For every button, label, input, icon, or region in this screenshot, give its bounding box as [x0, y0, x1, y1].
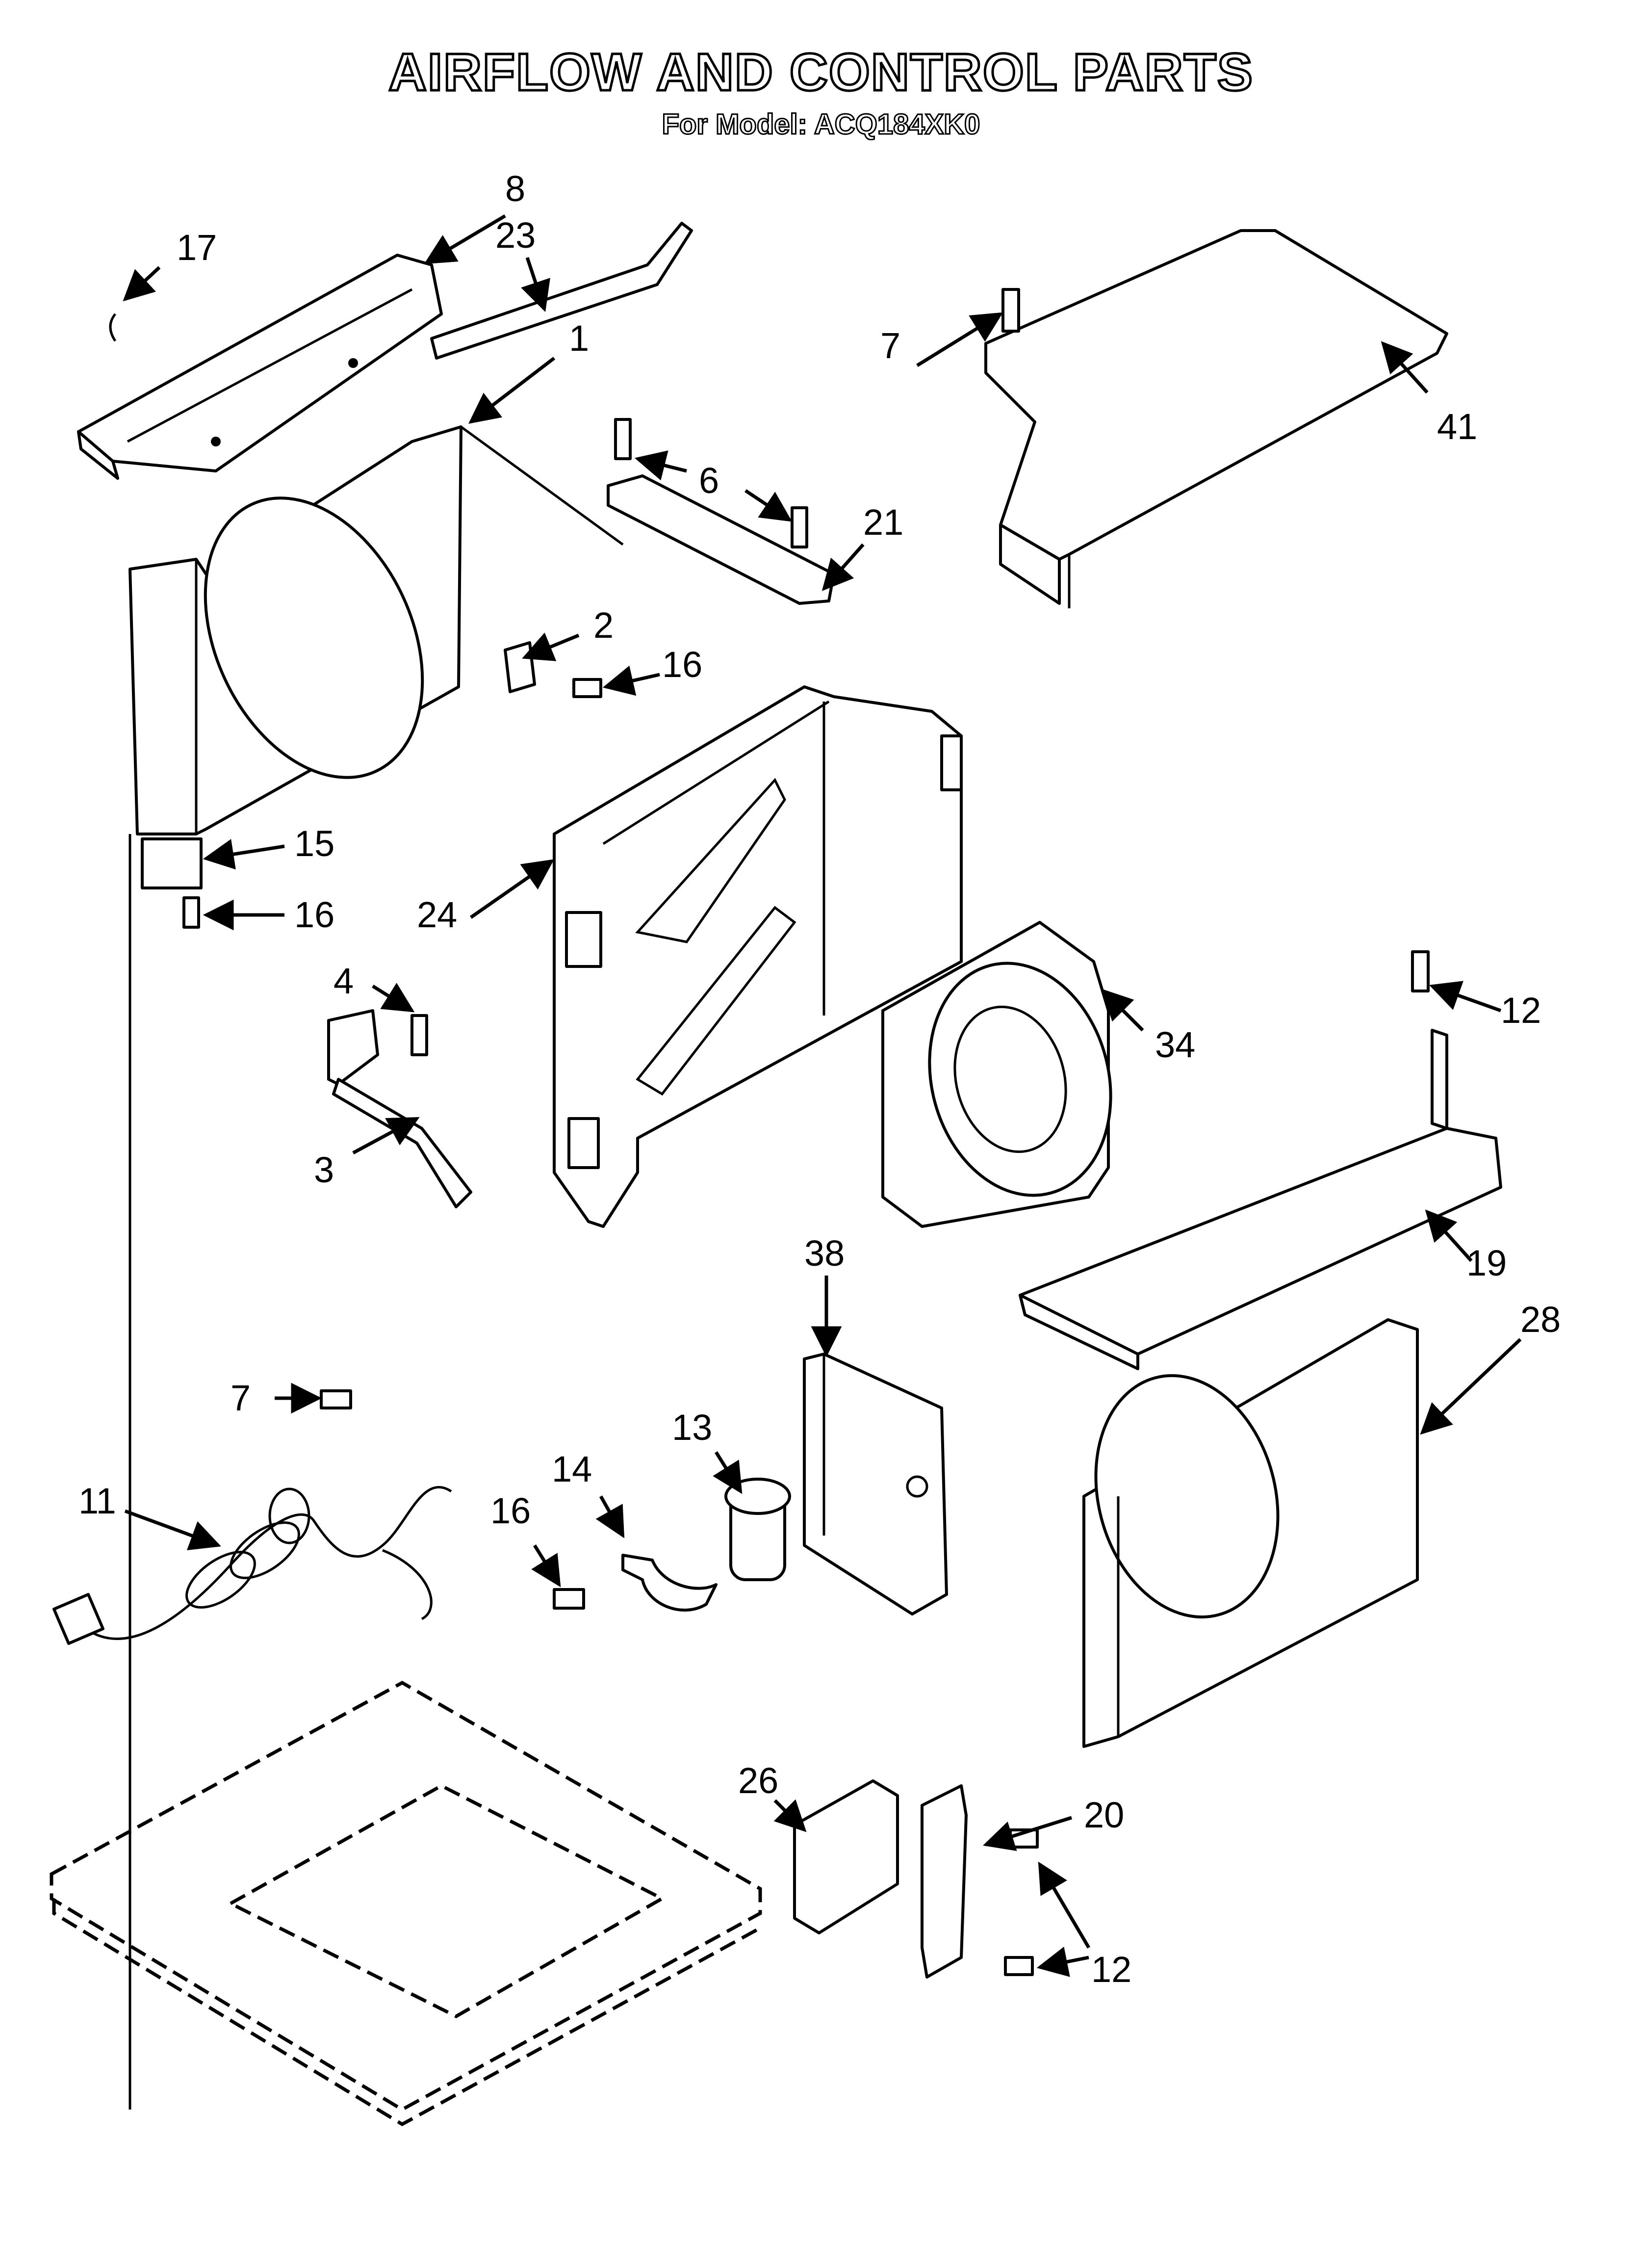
callout-11: 11 [78, 1481, 116, 1521]
callout-19: 19 [1466, 1243, 1507, 1283]
part-17-clip [109, 313, 117, 342]
callout-24: 24 [417, 894, 457, 935]
part-14-strap [621, 1554, 718, 1612]
callout-7-cord: 7 [231, 1378, 251, 1418]
diagram-title: AIRFLOW AND CONTROL PARTS [387, 41, 1254, 103]
callout-labels: 17 8 23 1 6 21 7 41 2 16 15 16 24 4 3 34… [78, 168, 1561, 1990]
part-19-rail [1019, 1029, 1502, 1370]
callout-17: 17 [177, 227, 217, 268]
part-12-screw-a [1411, 950, 1430, 992]
part-26-control-board [793, 1779, 899, 1934]
callout-2: 2 [593, 605, 614, 646]
part-28-orifice-panel [1082, 1318, 1419, 1748]
part-15-bracket [141, 837, 203, 889]
callout-13: 13 [672, 1407, 712, 1448]
callout-16-strap: 16 [490, 1490, 531, 1531]
part-20-bracket [921, 1784, 968, 1979]
part-24-center-barrier [553, 685, 963, 1228]
part-7-screw-b [320, 1389, 352, 1409]
callout-28: 28 [1520, 1299, 1561, 1340]
part-2-clip [504, 641, 536, 693]
callout-16-upper: 16 [662, 644, 702, 685]
part-3-arm [332, 1078, 472, 1208]
callout-14: 14 [552, 1449, 592, 1489]
model-subtitle: For Model: ACQ184XK0 [661, 108, 981, 141]
part-23-seal-strip [430, 222, 693, 360]
callout-26: 26 [738, 1760, 778, 1801]
callout-15: 15 [294, 823, 334, 864]
callout-3: 3 [314, 1149, 334, 1190]
part-6-screw-a [614, 418, 632, 460]
part-6-screw-b [791, 506, 808, 548]
callout-20: 20 [1084, 1795, 1124, 1835]
part-41-top-panel [984, 229, 1448, 608]
part-13-capacitor [724, 1478, 791, 1581]
callout-12-upper: 12 [1501, 990, 1541, 1031]
part-34-blower-scroll [881, 921, 1112, 1228]
part-4-bracket [327, 1009, 379, 1086]
callout-23: 23 [495, 215, 536, 256]
callout-8: 8 [505, 168, 525, 209]
part-38-control-box [803, 1353, 948, 1616]
leader-lines [123, 214, 1522, 1977]
callout-16-left: 16 [294, 894, 334, 935]
callout-1: 1 [569, 318, 589, 359]
callout-6: 6 [699, 460, 719, 501]
part-16-screw-c [553, 1588, 585, 1610]
part-16-screw-b [572, 678, 602, 698]
part-16-screw-a [182, 896, 200, 929]
part-1-fan-shroud [128, 425, 624, 835]
part-8-top-deflector [77, 254, 443, 480]
base-pan [50, 1680, 762, 2127]
callout-41: 41 [1437, 406, 1477, 447]
part-7-screw-a [1001, 288, 1020, 333]
callout-7-top: 7 [880, 325, 900, 366]
callout-12-lower: 12 [1091, 1949, 1131, 1990]
callout-21: 21 [863, 502, 903, 543]
callout-4: 4 [334, 961, 354, 1001]
callout-38: 38 [804, 1233, 845, 1274]
callout-34: 34 [1155, 1024, 1195, 1065]
part-11-power-cord [52, 1486, 452, 1645]
part-4-screw [410, 1014, 428, 1056]
part-12-screw-c [1004, 1956, 1034, 1976]
